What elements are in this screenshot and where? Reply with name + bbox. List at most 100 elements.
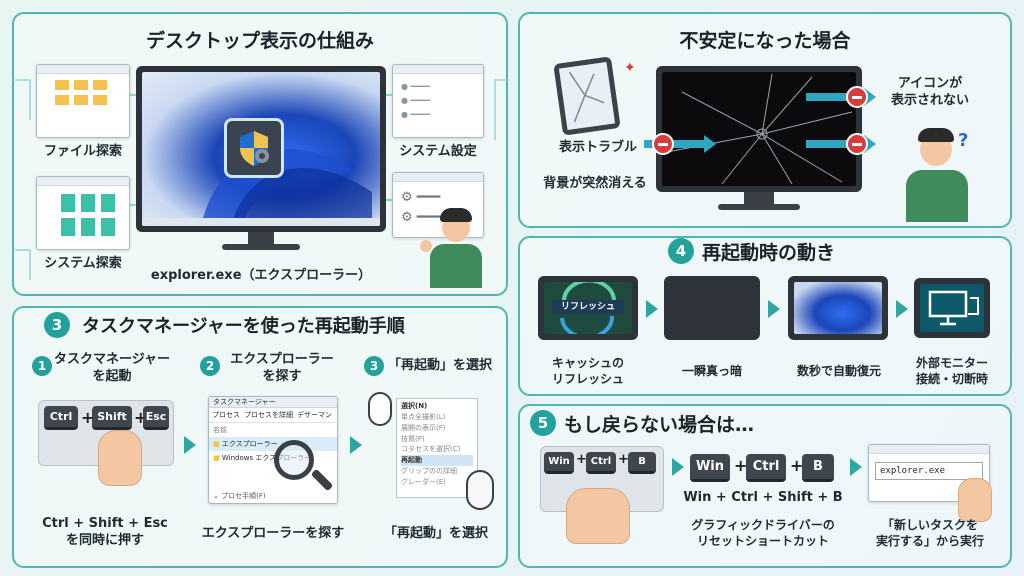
step2-badge: 2	[200, 356, 220, 376]
file-explorer-window	[36, 64, 130, 138]
restored-monitor	[788, 276, 888, 340]
menu-item-8[interactable]: グレーダー(E)	[401, 477, 446, 486]
pressing-hand-icon	[98, 430, 142, 486]
shift-key: Shift	[92, 406, 132, 430]
restart-arrow-1	[646, 300, 658, 318]
restart-arrow-3	[896, 300, 908, 318]
caption-3: 「再起動」を選択	[383, 526, 488, 541]
external-monitor-icon	[914, 278, 990, 338]
pointing-person	[420, 208, 492, 288]
menu-item-restart[interactable]: 再起動	[401, 455, 473, 467]
fallback-number-badge: 5	[530, 410, 556, 436]
context-menu: 選択(N) 単点全撮影(L) 展開の表示(F) 技質(P) コタセスを選択(C)…	[396, 398, 478, 498]
tm-tab-2[interactable]: プロセスを詳細	[244, 411, 293, 419]
restart-step-1: キャッシュの リフレッシュ	[551, 356, 624, 386]
sparkle-icon: ✦	[624, 60, 636, 76]
mouse-icon	[466, 470, 494, 510]
system-settings-label: システム設定	[399, 144, 477, 159]
monitor-stand	[248, 232, 274, 246]
typing-hand-icon	[958, 478, 992, 522]
confused-person: ?	[900, 126, 976, 222]
restart-title: 再起動時の動き	[702, 242, 836, 264]
restart-step-3: 数秒で自動復元	[796, 364, 881, 378]
tm-tab-1[interactable]: プロセス	[212, 411, 240, 419]
menu-item-4[interactable]: 技質(P)	[401, 434, 425, 443]
kb-ctrl-key: Ctrl	[586, 452, 616, 474]
system-explorer-window	[36, 176, 130, 250]
shield-gear-icon	[224, 118, 284, 178]
file-search-label: ファイル探索	[43, 144, 122, 159]
step3-label: 「再起動」を選択	[387, 358, 492, 373]
run-caption: 「新しいタスクを 実行する」から実行	[875, 518, 984, 548]
taskbar-strip	[142, 218, 380, 226]
arrow-head-1	[704, 135, 716, 153]
error-icon-3	[846, 133, 868, 155]
big-win-key: Win	[690, 454, 730, 482]
big-b-key: B	[802, 454, 834, 482]
menu-item-2[interactable]: 単点全撮影(L)	[401, 412, 446, 421]
ctrl-key: Ctrl	[44, 406, 78, 430]
menu-item-3[interactable]: 展開の表示(F)	[401, 423, 446, 432]
restart-number-badge: 4	[668, 238, 694, 264]
broken-monitor-stand	[744, 192, 774, 206]
tm-tab-3[interactable]: デザーマン	[297, 411, 332, 419]
task-manager-window: タスクマネージャー プロセス プロセスを詳細 デザーマン 名前 ■ エクスプロー…	[208, 396, 338, 504]
broken-tablet-icon	[553, 56, 621, 136]
restart-arrow-2	[768, 300, 780, 318]
refresh-arrows-icon	[560, 282, 616, 334]
broken-monitor	[656, 66, 862, 192]
combo-desc: グラフィックドライバーの リセットショートカット	[691, 518, 835, 548]
step-arrow-2	[350, 436, 362, 454]
restart-step-2: 一瞬真っ暗	[681, 364, 742, 378]
step1-badge: 1	[32, 356, 52, 376]
arrow-person	[806, 140, 866, 148]
tm-col-header: 名前	[213, 426, 227, 434]
taskmgr-number-badge: 3	[44, 312, 70, 338]
big-ctrl-key: Ctrl	[746, 454, 786, 482]
unstable-title: 不安定になった場合	[679, 30, 851, 52]
error-icon-1	[652, 133, 674, 155]
restart-step-4: 外部モニター 接続・切断時	[915, 356, 988, 386]
tm-row-2[interactable]: ■ Windows エクスプローラー	[213, 454, 312, 462]
taskmgr-title: タスクマネージャーを使った再起動手順	[82, 316, 405, 337]
caption-2: エクスプローラーを探す	[201, 526, 345, 541]
tm-row-1[interactable]: ■ エクスプローラー	[209, 437, 337, 451]
monitor-base	[222, 244, 300, 250]
combo-label: Win + Ctrl + Shift + B	[683, 490, 843, 505]
error-icon-2	[846, 86, 868, 108]
step3-badge: 3	[364, 356, 384, 376]
menu-item-5[interactable]: コタセスを選択(C)	[401, 445, 461, 454]
menu-item-7[interactable]: グリップのの詳細	[401, 467, 457, 476]
tm-title: タスクマネージャー	[209, 397, 337, 408]
step-arrow-1	[184, 436, 196, 454]
two-hands-icon	[566, 488, 630, 544]
kb-b-key: B	[628, 452, 656, 474]
menu-item-1[interactable]: 選択(N)	[401, 402, 428, 410]
mouse-cursor-icon	[368, 392, 392, 426]
tm-footer: ⌄ プロセ手順(F)	[213, 492, 266, 500]
system-settings-window: ● ━━━━● ━━━━● ━━━━	[392, 64, 484, 138]
desktop-mechanism-title: デスクトップ表示の仕組み	[145, 30, 374, 52]
crack-lines	[666, 73, 853, 185]
black-monitor	[664, 276, 760, 340]
step1-label: タスクマネージャー を起動	[53, 352, 171, 384]
fallback-title: もし戻らない場合は…	[564, 414, 755, 436]
display-trouble-label: 表示トラブル	[558, 140, 637, 155]
arrow-into-monitor	[644, 140, 706, 148]
fallback-arrow-1	[672, 458, 684, 476]
esc-key: Esc	[143, 406, 169, 430]
caption-1: Ctrl + Shift + Esc を同時に押す	[42, 516, 168, 548]
icons-missing-label: アイコンが 表示されない	[890, 76, 969, 108]
refresh-label: リフレッシュ	[552, 300, 624, 314]
kb-win-key: Win	[544, 452, 574, 474]
explorer-exe-label: explorer.exe（エクスプローラー）	[150, 268, 372, 283]
magnifier-icon	[274, 440, 314, 480]
broken-monitor-base	[718, 204, 800, 210]
run-input[interactable]: explorer.exe	[875, 462, 983, 480]
arrow-icons-missing	[806, 93, 866, 101]
step2-label: エクスプローラー を探す	[230, 352, 334, 384]
bg-vanish-label: 背景が突然消える	[543, 176, 647, 191]
fallback-arrow-2	[850, 458, 862, 476]
refresh-monitor: リフレッシュ	[538, 276, 638, 340]
system-search-label: システム探索	[44, 256, 122, 271]
